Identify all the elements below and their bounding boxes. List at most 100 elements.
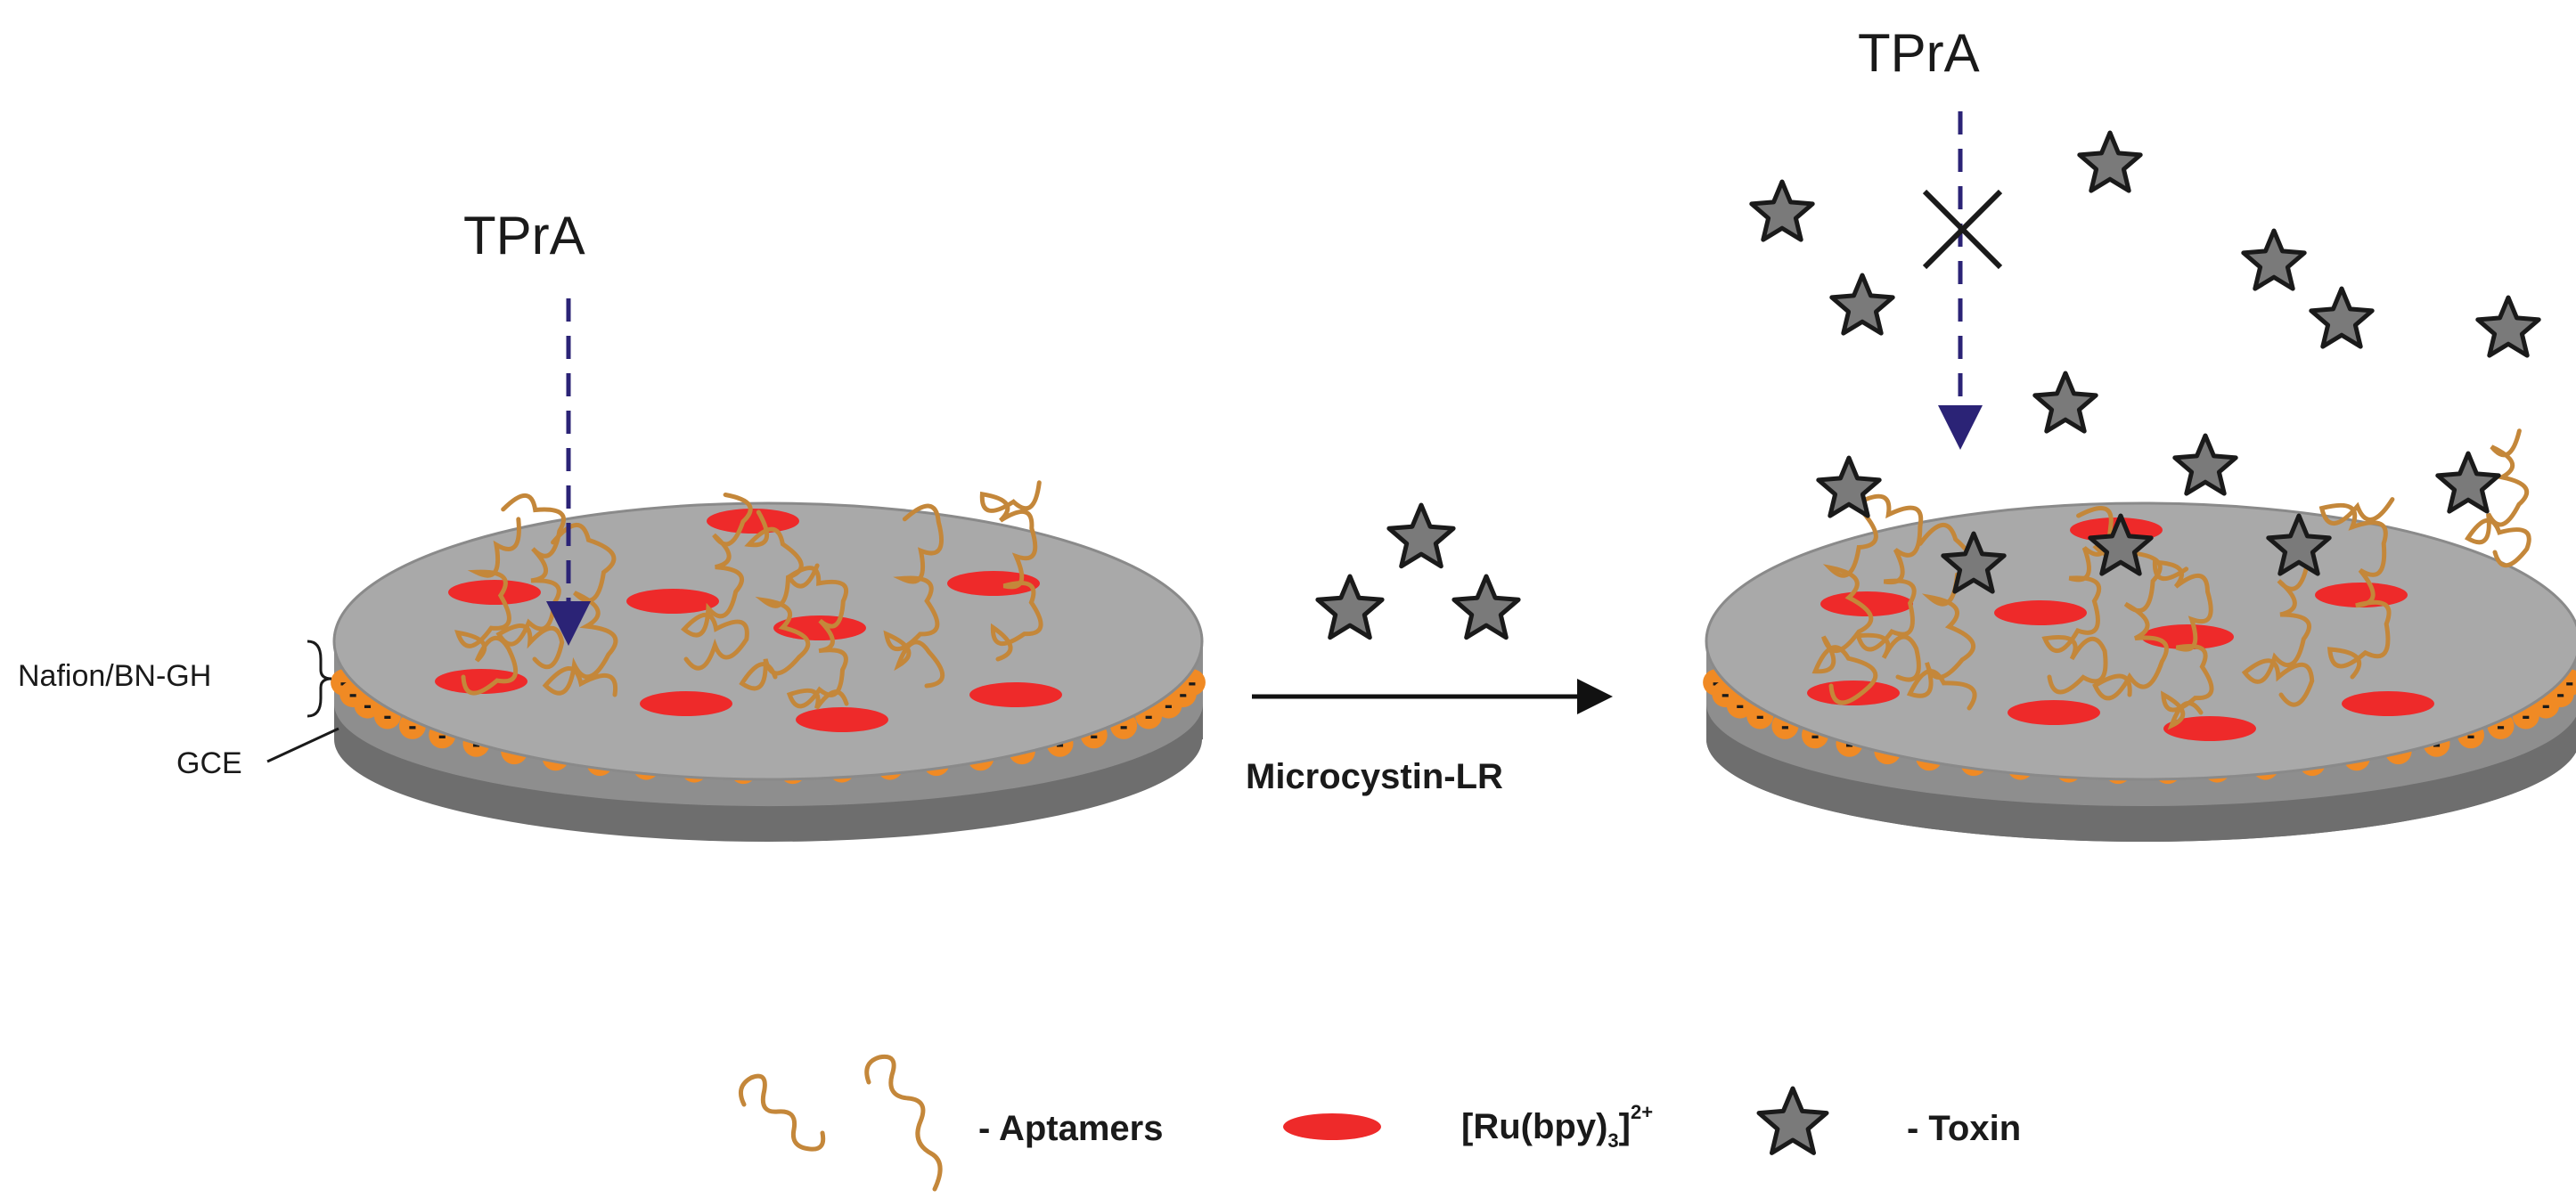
ru-complex-icon xyxy=(2008,700,2100,725)
legend-ru-main: [Ru(bpy) xyxy=(1461,1107,1607,1146)
ru-complex-icon xyxy=(2163,716,2256,741)
left-electrode: -------------------------- xyxy=(331,480,1206,842)
charge-sign: - xyxy=(408,712,416,739)
aptamer-strand-icon xyxy=(979,480,1043,662)
charge-sign: - xyxy=(2542,691,2550,719)
toxin-star-icon xyxy=(1756,1086,1829,1155)
legend-toxin-icon xyxy=(1756,1086,1829,1155)
legend-ru-sup: 2+ xyxy=(1631,1101,1653,1123)
charge-sign: - xyxy=(1165,691,1173,719)
ru-complex-icon xyxy=(969,682,1062,707)
toxin-star-icon xyxy=(2032,371,2098,434)
charge-sign: - xyxy=(339,668,348,696)
aptamer-strand-icon xyxy=(738,1073,826,1152)
toxin-star-icon xyxy=(1816,455,1882,518)
toxin-star-icon xyxy=(2172,433,2238,496)
gce-label: GCE xyxy=(176,746,242,780)
charge-sign: - xyxy=(2522,702,2530,729)
ru-complex-icon xyxy=(2342,691,2434,716)
charge-sign: - xyxy=(1781,712,1789,739)
aptamer-strand-icon xyxy=(2241,535,2316,707)
ru-complex-icon xyxy=(448,580,541,605)
aptamer-strand-icon xyxy=(786,563,849,710)
ru-complex-icon xyxy=(947,571,1040,596)
toxin-star-icon xyxy=(1829,273,1895,336)
left-aptamers xyxy=(454,480,1043,710)
legend-aptamer-icon xyxy=(738,1054,943,1192)
charge-sign: - xyxy=(1811,721,1819,748)
nafion-label: Nafion/BN-GH xyxy=(18,659,211,693)
toxin-star-icon xyxy=(2435,451,2501,514)
legend-toxin-label: - Toxin xyxy=(1907,1109,2021,1148)
tpra-label-left: TPrA xyxy=(463,206,585,265)
charge-sign: - xyxy=(364,691,372,719)
toxin-star-icon xyxy=(1749,179,1815,242)
process-toxins xyxy=(1315,502,1521,640)
legend-ru-close: ] xyxy=(1619,1107,1631,1146)
toxin-star-icon xyxy=(1386,502,1456,569)
charge-sign: - xyxy=(1756,702,1764,729)
charge-sign: - xyxy=(2466,721,2474,748)
left-ru-complexes xyxy=(435,509,1062,732)
aptamer-strand-icon xyxy=(2318,497,2395,680)
tpra-label-right: TPrA xyxy=(1858,23,1980,83)
charge-sign: - xyxy=(1188,668,1196,696)
toxin-star-icon xyxy=(2475,295,2541,358)
legend: - Aptamers [Ru(bpy)3]2+ - Toxin xyxy=(738,1054,2021,1192)
ru-complex-icon xyxy=(1807,680,1900,705)
process-label: Microcystin-LR xyxy=(1246,757,1503,796)
aptamer-strand-icon xyxy=(1811,509,1878,705)
aptamer-strand-icon xyxy=(454,517,521,696)
toxin-star-icon xyxy=(2241,228,2307,291)
aptamer-strand-icon xyxy=(883,503,945,689)
toxin-star-icon xyxy=(2088,513,2154,576)
aptamer-strand-icon xyxy=(864,1054,943,1192)
charge-sign: - xyxy=(1736,691,1744,719)
aptamer-strand-icon xyxy=(739,509,811,691)
toxin-star-icon xyxy=(1941,531,2007,594)
charge-sign: - xyxy=(2556,680,2564,707)
ru-complex-icon xyxy=(2315,583,2408,607)
cross-mark-icon xyxy=(1922,189,2003,270)
aptamer-strand-icon xyxy=(681,493,753,671)
charge-sign: - xyxy=(2565,668,2573,696)
aptamer-strand-icon xyxy=(2464,428,2531,568)
legend-aptamers-label: - Aptamers xyxy=(978,1109,1163,1148)
ru-complex-icon xyxy=(1820,591,1913,616)
charge-sign: - xyxy=(1090,721,1098,748)
charge-sign: - xyxy=(1144,702,1152,729)
charge-sign: - xyxy=(1712,668,1720,696)
charge-sign: - xyxy=(1119,712,1127,739)
ru-complex-icon xyxy=(1994,600,2087,625)
ru-complex-icon xyxy=(640,691,732,716)
charge-sign: - xyxy=(1721,680,1730,707)
charge-sign: - xyxy=(349,680,357,707)
ru-complex-icon xyxy=(796,707,888,732)
ru-complex-icon xyxy=(435,669,527,694)
aptamer-strand-icon xyxy=(1853,493,1924,682)
charge-sign: - xyxy=(1179,680,1187,707)
charge-sign: - xyxy=(383,702,391,729)
legend-ru-label: [Ru(bpy)3]2+ xyxy=(1461,1101,1653,1152)
right-electrode: -------------------------- xyxy=(1703,130,2576,842)
toxin-star-icon xyxy=(2309,286,2375,349)
aptamer-strand-icon xyxy=(2152,559,2214,730)
right-toxins xyxy=(1749,130,2541,594)
reaction-arrow-group: Microcystin-LR xyxy=(1246,502,1613,796)
charge-sign: - xyxy=(2497,712,2505,739)
charge-sign: - xyxy=(438,721,446,748)
ru-complex-icon xyxy=(707,509,799,534)
toxin-star-icon xyxy=(1315,574,1385,640)
ru-complex-icon xyxy=(626,589,719,614)
nafion-brace xyxy=(307,640,332,718)
aptamer-strand-icon xyxy=(2041,506,2114,695)
toxin-star-icon xyxy=(2077,130,2143,193)
aptamer-strand-icon xyxy=(542,523,618,697)
toxin-star-icon xyxy=(1452,574,1521,640)
legend-ru-sub: 3 xyxy=(1607,1129,1618,1152)
toxin-star-icon xyxy=(2266,513,2332,576)
gce-leader xyxy=(266,727,339,763)
legend-ru-icon xyxy=(1283,1113,1381,1140)
